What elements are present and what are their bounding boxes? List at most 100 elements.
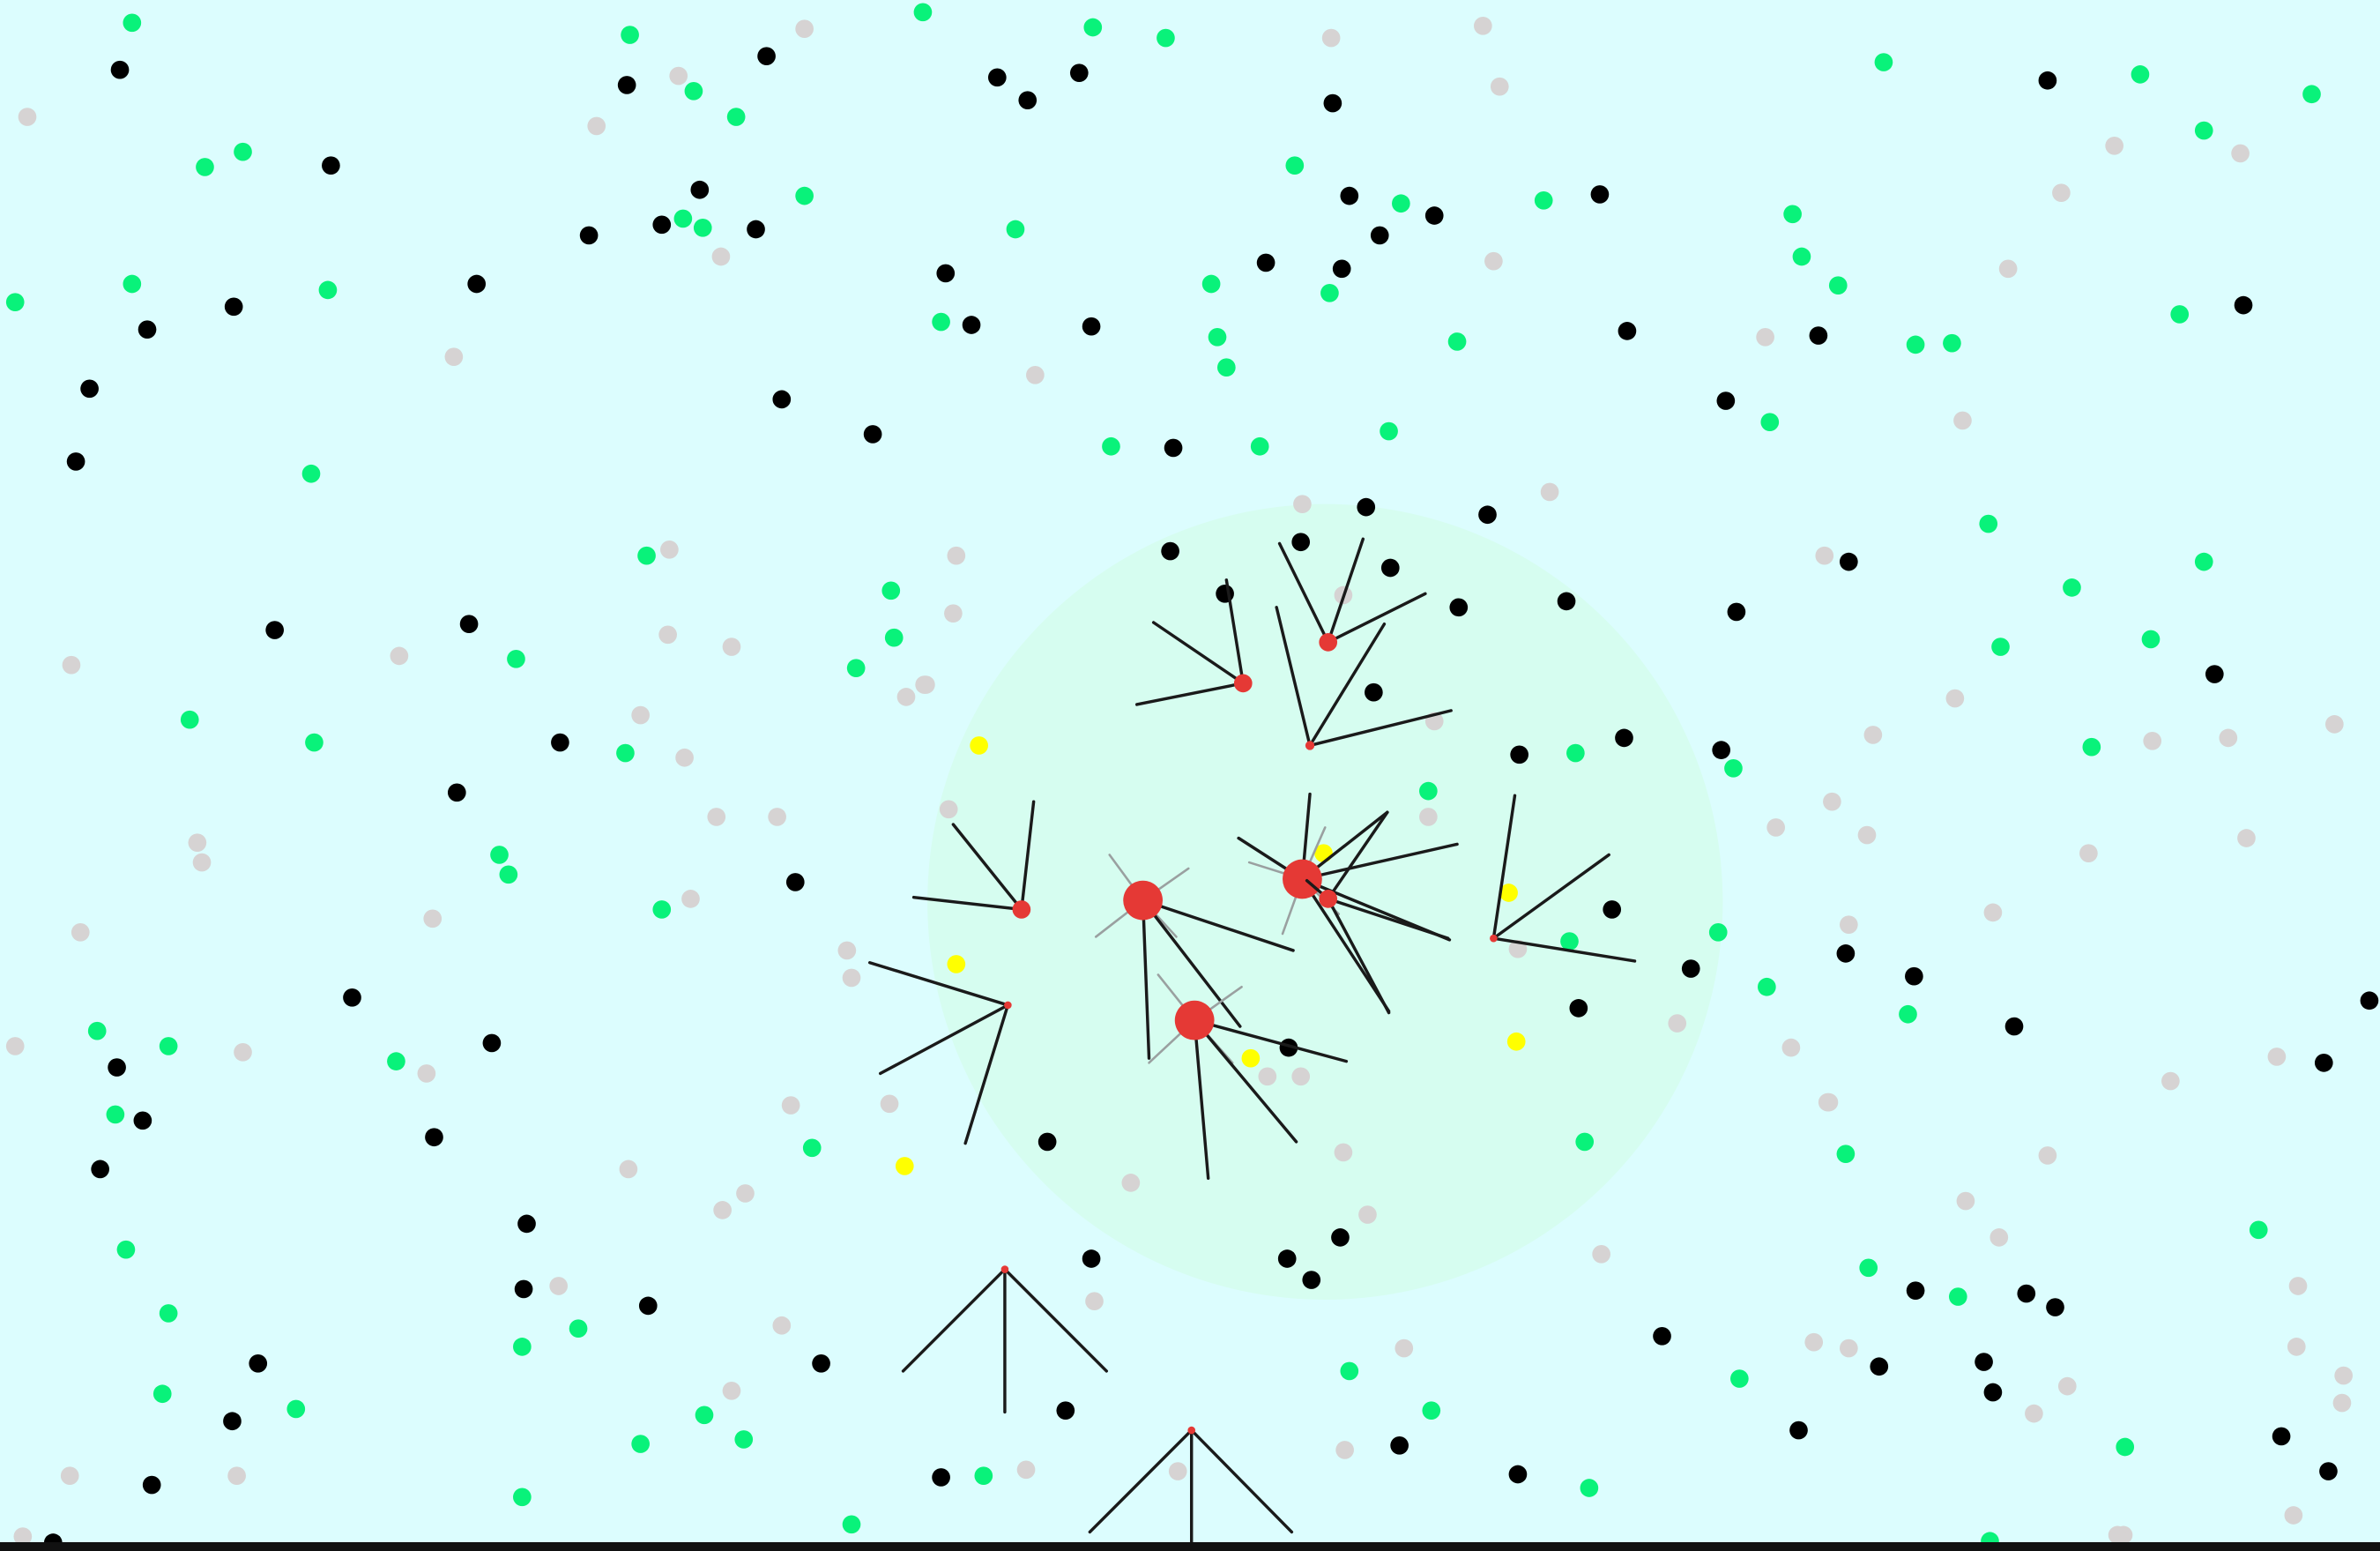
black-food-pellet (1789, 1421, 1808, 1440)
organisms-layer (867, 537, 1637, 1545)
black-food-pellet (1983, 1383, 2003, 1402)
organism-stalk (1491, 794, 1517, 940)
grey-food-pellet (1815, 546, 1834, 565)
organism-stalk (1491, 936, 1637, 963)
grey-food-pellet (1395, 1338, 1414, 1358)
grey-food-pellet (60, 1466, 79, 1486)
grey-food-pellet (1945, 689, 1965, 708)
grey-food-pellet (1983, 903, 2003, 922)
green-food-pellet (1157, 28, 1175, 48)
organism-stalk (1151, 621, 1245, 685)
food-layer (5, 3, 2379, 1551)
yellow-food-pellet (1499, 884, 1518, 902)
green-food-pellet (490, 846, 509, 864)
organism-stalk (901, 1267, 1007, 1373)
green-food-pellet (802, 1138, 822, 1158)
black-food-pellet (1323, 93, 1342, 113)
black-food-pellet (2038, 71, 2057, 90)
black-food-pellet (133, 1111, 152, 1130)
grey-food-pellet (896, 688, 916, 706)
black-food-pellet (1380, 558, 1400, 578)
green-food-pellet (795, 186, 814, 205)
grey-food-pellet (390, 646, 409, 666)
green-food-pellet (621, 26, 639, 44)
black-food-pellet (936, 264, 956, 283)
black-food-pellet (514, 1279, 533, 1299)
black-food-pellet (1161, 541, 1179, 561)
grey-food-pellet (2334, 1366, 2354, 1385)
black-food-pellet (551, 733, 569, 752)
green-food-pellet (2082, 737, 2101, 757)
black-food-pellet (1603, 900, 1622, 919)
black-food-pellet (1038, 1132, 1057, 1152)
grey-food-pellet (234, 1042, 252, 1062)
green-food-pellet (1758, 977, 1776, 996)
organism-stalk (1326, 897, 1391, 1015)
black-food-pellet (1277, 1249, 1297, 1268)
green-food-pellet (726, 108, 746, 126)
grey-food-pellet (587, 116, 606, 136)
green-food-pellet (301, 464, 321, 483)
yellow-food-pellet (895, 1157, 914, 1175)
bottom-bar (0, 1542, 2380, 1551)
organism-stalk (867, 960, 1010, 1007)
yellow-food-pellet (947, 955, 966, 973)
grey-food-pellet (1766, 818, 1785, 837)
black-food-pellet (1510, 745, 1528, 764)
green-food-pellet (1906, 335, 1925, 354)
black-food-pellet (425, 1128, 443, 1147)
grey-food-pellet (13, 1527, 33, 1546)
green-food-pellet (1836, 1145, 1856, 1164)
black-food-pellet (1839, 552, 1858, 571)
grey-food-pellet (192, 853, 212, 872)
grey-food-pellet (1592, 1244, 1610, 1264)
green-food-pellet (695, 1406, 714, 1425)
black-food-pellet (343, 988, 361, 1007)
organism-stalk (1300, 842, 1459, 881)
grey-food-pellet (188, 833, 207, 853)
organism-stalk (1224, 578, 1245, 685)
green-food-pellet (1828, 276, 1848, 295)
black-food-pellet (1508, 1465, 1528, 1484)
green-food-pellet (1792, 247, 1811, 266)
black-food-pellet (690, 180, 710, 199)
black-food-pellet (447, 783, 466, 802)
grey-food-pellet (781, 1096, 800, 1115)
green-food-pellet (1208, 327, 1227, 347)
green-food-pellet (846, 659, 866, 677)
black-food-pellet (1018, 91, 1038, 109)
black-food-pellet (1727, 602, 1746, 622)
grey-food-pellet (660, 541, 679, 559)
green-food-pellet (123, 274, 142, 294)
black-food-pellet (110, 60, 130, 79)
grey-food-pellet (1168, 1462, 1187, 1480)
black-food-pellet (1164, 438, 1183, 458)
black-food-pellet (962, 316, 981, 334)
grey-food-pellet (619, 1160, 638, 1179)
green-food-pellet (387, 1052, 405, 1070)
dormant-organism-core (1187, 1426, 1196, 1435)
grey-food-pellet (1358, 1205, 1377, 1224)
green-food-pellet (1083, 18, 1103, 37)
black-food-pellet (1590, 185, 1610, 204)
grey-food-pellet (2287, 1338, 2306, 1356)
grey-food-pellet (549, 1277, 569, 1295)
black-food-pellet (1390, 1435, 1409, 1455)
black-food-pellet (772, 390, 792, 409)
grey-food-pellet (1085, 1292, 1104, 1311)
black-food-pellet (1653, 1326, 1671, 1346)
black-food-pellet (1557, 592, 1576, 611)
black-food-pellet (138, 320, 157, 339)
organism-stalk (1491, 853, 1610, 940)
grey-food-pellet (917, 675, 935, 694)
green-food-pellet (1991, 638, 2010, 656)
green-food-pellet (569, 1319, 588, 1338)
black-food-pellet (459, 615, 479, 634)
green-food-pellet (1006, 220, 1025, 239)
grey-food-pellet (2231, 144, 2250, 163)
black-food-pellet (1975, 1353, 1993, 1371)
grey-food-pellet (1781, 1038, 1801, 1057)
black-food-pellet (482, 1033, 502, 1053)
